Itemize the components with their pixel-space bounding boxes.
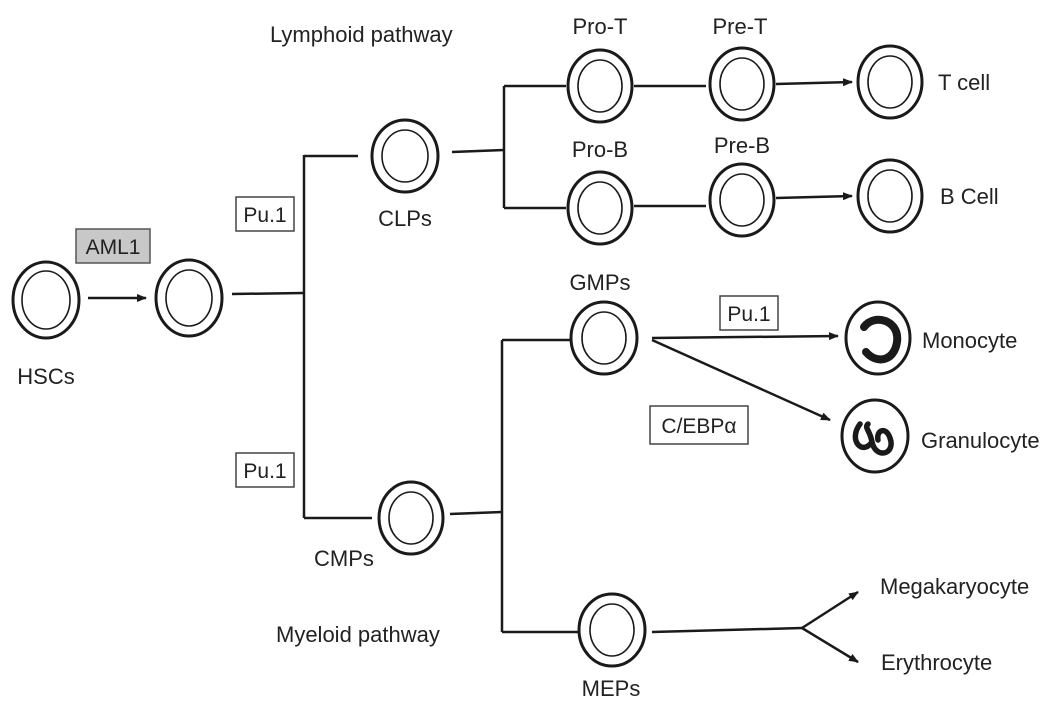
labels: Lymphoid pathway Myeloid pathway HSCs CL… bbox=[17, 14, 1039, 701]
clp-cell bbox=[370, 118, 440, 194]
clp-label: CLPs bbox=[378, 206, 432, 231]
progenitor-cell bbox=[154, 258, 224, 338]
mep-label: MEPs bbox=[582, 676, 641, 701]
gmp-label: GMPs bbox=[569, 270, 630, 295]
aml1-badge: AML1 bbox=[75, 228, 151, 264]
mep-cell bbox=[577, 592, 647, 668]
pu1-lymphoid-badge: Pu.1 bbox=[235, 196, 295, 232]
pre-b-label: Pre-B bbox=[714, 133, 770, 158]
pro-t-label: Pro-T bbox=[573, 14, 628, 39]
granulocyte-label: Granulocyte bbox=[921, 428, 1040, 453]
hsc-label: HSCs bbox=[17, 364, 74, 389]
progenitor-branch-line bbox=[231, 291, 305, 296]
erythrocyte-label: Erythrocyte bbox=[881, 650, 992, 675]
cmp-cell bbox=[377, 480, 445, 556]
pre-t-to-t-cell-arrow bbox=[775, 78, 853, 87]
pre-t-label: Pre-T bbox=[713, 14, 768, 39]
connectors bbox=[88, 78, 859, 664]
cmp-label: CMPs bbox=[314, 546, 374, 571]
monocyte-label: Monocyte bbox=[922, 328, 1017, 353]
monocyte-cell bbox=[844, 300, 912, 376]
pro-b-label: Pro-B bbox=[572, 137, 628, 162]
b-cell-label: B Cell bbox=[940, 184, 999, 209]
pre-b-to-b-cell-arrow bbox=[775, 192, 853, 201]
hsc-cell bbox=[11, 260, 81, 340]
lymphoid-pathway-label: Lymphoid pathway bbox=[270, 22, 453, 47]
granulocyte-nucleus-icon bbox=[852, 421, 894, 456]
pu1-lymphoid-label: Pu.1 bbox=[243, 204, 286, 227]
mep-to-erythrocyte-arrow bbox=[801, 626, 859, 664]
granulocyte-cell bbox=[840, 398, 910, 474]
cebpa-badge: C/EBPα bbox=[649, 405, 749, 445]
gmp-to-monocyte-arrow bbox=[651, 332, 839, 341]
pu1-myeloid-label: Pu.1 bbox=[243, 460, 286, 483]
pro-b-cell bbox=[566, 170, 634, 246]
pu1-monocyte-badge: Pu.1 bbox=[719, 295, 779, 331]
clp-branch-line bbox=[451, 148, 505, 154]
aml1-label: AML1 bbox=[86, 236, 141, 259]
pu1-myeloid-badge: Pu.1 bbox=[235, 452, 295, 488]
pro-t-cell bbox=[566, 48, 634, 124]
pu1-monocyte-label: Pu.1 bbox=[727, 303, 770, 326]
cells bbox=[11, 44, 924, 668]
megakaryocyte-label: Megakaryocyte bbox=[880, 574, 1029, 599]
myeloid-pathway-label: Myeloid pathway bbox=[276, 622, 440, 647]
mep-line bbox=[651, 626, 803, 634]
gmp-cell bbox=[569, 300, 639, 376]
mep-to-megakaryocyte-arrow bbox=[801, 590, 859, 630]
pre-t-cell bbox=[708, 46, 776, 122]
t-cell bbox=[856, 44, 924, 120]
t-cell-label: T cell bbox=[938, 70, 990, 95]
cmp-branch-line bbox=[449, 510, 503, 516]
pre-b-cell bbox=[708, 162, 776, 238]
factor-boxes: AML1 Pu.1 Pu.1 Pu.1 C/EBPα bbox=[75, 196, 779, 488]
monocyte-nucleus-icon bbox=[860, 315, 902, 364]
b-cell bbox=[856, 158, 924, 234]
gmp-to-granulocyte-arrow bbox=[651, 338, 831, 422]
cebpa-label: C/EBPα bbox=[661, 415, 736, 438]
